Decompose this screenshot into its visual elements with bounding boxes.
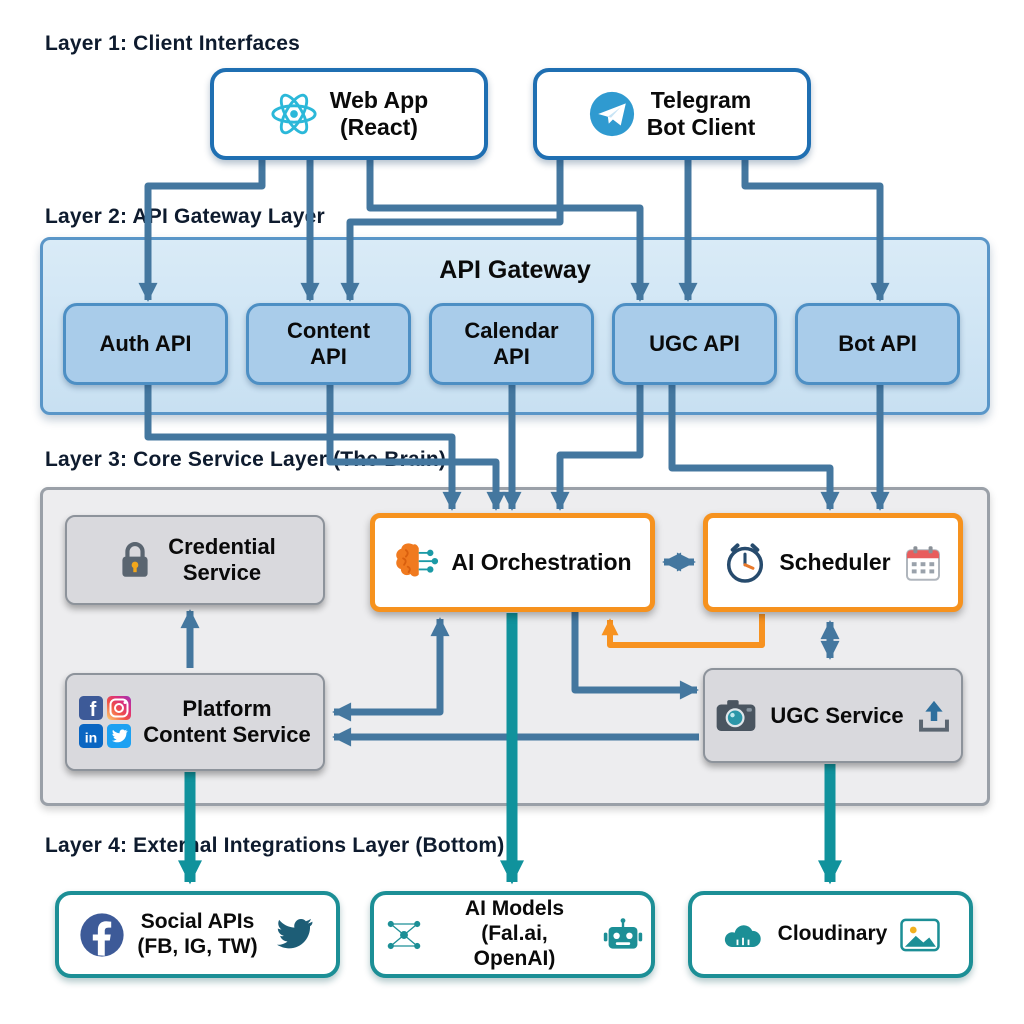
lock-icon [114, 539, 156, 581]
clock-icon [723, 541, 767, 585]
content-api-node: Content API [246, 303, 411, 385]
ugc-service-node: UGC Service [703, 668, 963, 763]
layer3-label: Layer 3: Core Service Layer (The Brain) [45, 448, 447, 471]
layer2-label: Layer 2: API Gateway Layer [45, 205, 325, 228]
ai-models-node: AI Models (Fal.ai, OpenAI) [370, 891, 655, 978]
scheduler-label: Scheduler [779, 548, 891, 575]
scheduler-node: Scheduler [703, 513, 963, 612]
ugc-api-node: UGC API [612, 303, 777, 385]
robot-icon [603, 915, 643, 955]
linkedin-glyph: in [85, 730, 97, 746]
ugc-service-label: UGC Service [770, 702, 904, 728]
calendar-api-node: Calendar API [429, 303, 594, 385]
layer1-label: Layer 1: Client Interfaces [45, 32, 300, 55]
ugc-api-label: UGC API [649, 331, 740, 357]
calendar-api-label: Calendar API [464, 318, 559, 369]
social-apis-node: Social APIs (FB, IG, TW) [55, 891, 340, 978]
cloudinary-node: Cloudinary [688, 891, 973, 978]
api-gateway-title: API Gateway [439, 256, 591, 284]
credential-service-node: Credential Service [65, 515, 325, 605]
auth-api-label: Auth API [99, 331, 192, 357]
network-icon [382, 913, 426, 957]
fb-glyph: f [90, 699, 97, 721]
platform-content-service-label: Platform Content Service [143, 696, 311, 747]
content-api-label: Content API [286, 318, 371, 369]
ai-orchestration-node: AI Orchestration [370, 513, 655, 612]
cloudinary-label: Cloudinary [777, 922, 888, 946]
bot-api-node: Bot API [795, 303, 960, 385]
react-icon [270, 92, 318, 136]
bot-api-label: Bot API [838, 331, 917, 357]
web-app-node: Web App (React) [210, 68, 488, 160]
credential-service-label: Credential Service [168, 534, 276, 585]
social-apis-label: Social APIs (FB, IG, TW) [137, 909, 258, 958]
calendar-icon [903, 543, 943, 583]
facebook-icon [79, 912, 125, 958]
telegram-bot-node: Telegram Bot Client [533, 68, 811, 160]
brain-icon [393, 540, 439, 586]
telegram-icon [589, 91, 635, 137]
platform-content-service-node: f in Platform Content Service [65, 673, 325, 771]
telegram-bot-label: Telegram Bot Client [646, 86, 756, 140]
ai-models-label: AI Models (Fal.ai, OpenAI) [464, 897, 565, 970]
upload-icon [916, 698, 952, 734]
ai-orchestration-label: AI Orchestration [451, 548, 632, 575]
auth-api-node: Auth API [63, 303, 228, 385]
cloud-icon [720, 912, 766, 958]
web-app-label: Web App (React) [329, 86, 429, 140]
camera-icon [714, 694, 758, 738]
image-icon [899, 914, 941, 956]
social-grid-icon: f in [79, 696, 132, 748]
layer4-label: Layer 4: External Integrations Layer (Bo… [45, 834, 505, 857]
twitter-icon [270, 914, 316, 956]
